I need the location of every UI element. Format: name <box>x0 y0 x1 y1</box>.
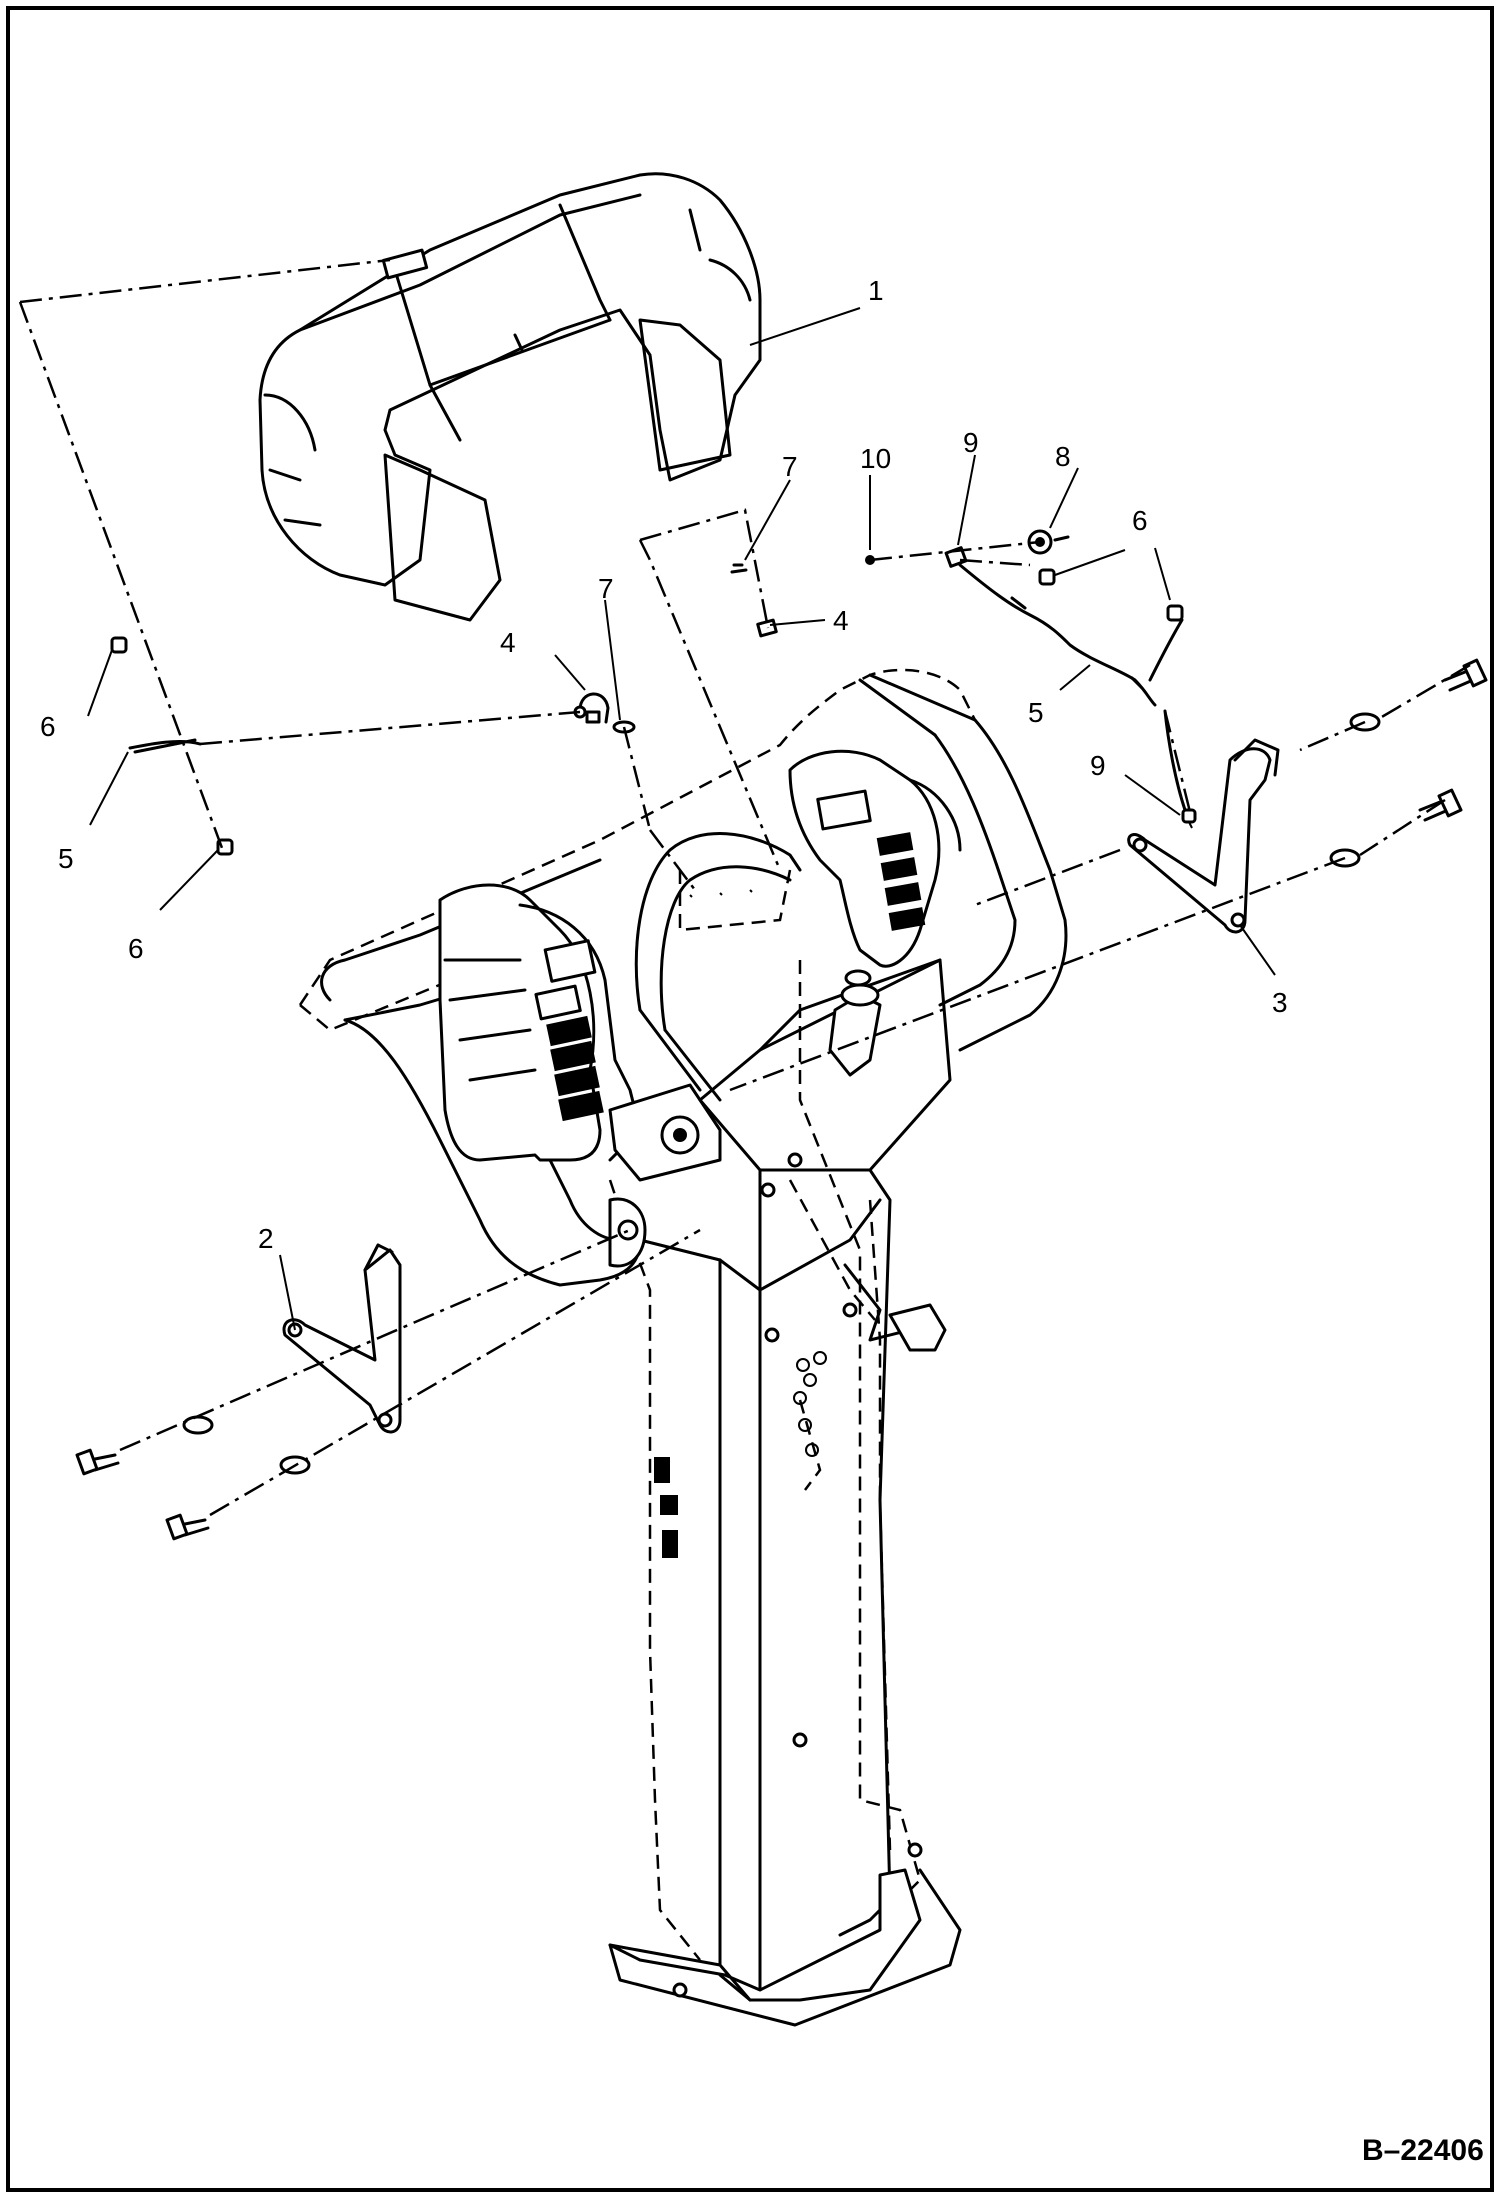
callout-5a: 5 <box>1028 697 1044 728</box>
callout-1: 1 <box>868 275 884 306</box>
callout-7b: 7 <box>782 451 798 482</box>
explosion-lines <box>18 258 1471 1517</box>
callout-9b: 9 <box>1090 750 1106 781</box>
leader-lines <box>87 307 1276 1331</box>
callout-6b: 6 <box>128 933 144 964</box>
padded-cover-part-1 <box>258 172 762 622</box>
callout-6c: 6 <box>1132 505 1148 536</box>
drawing-frame <box>6 6 1494 2192</box>
callout-2: 2 <box>258 1223 274 1254</box>
callout-6a: 6 <box>40 711 56 742</box>
right-bracket-part-3 <box>1127 738 1280 934</box>
callout-8: 8 <box>1055 441 1071 472</box>
callout-9a: 9 <box>963 427 979 458</box>
callout-7a: 7 <box>598 573 614 604</box>
left-bracket-part-2 <box>282 1243 402 1434</box>
callout-4a: 4 <box>500 627 516 658</box>
figure-number: B–22406 <box>1362 2134 1484 2167</box>
callout-4b: 4 <box>833 605 849 636</box>
console-tower <box>608 958 962 2027</box>
handlebar-panel-assembly <box>298 668 1068 1287</box>
fasteners <box>75 529 1488 1541</box>
callout-10: 10 <box>860 443 891 474</box>
callout-3: 3 <box>1272 987 1288 1018</box>
callout-5b: 5 <box>58 843 74 874</box>
callout-labels: 1 2 3 4 4 5 5 6 6 6 7 7 8 9 9 10 <box>40 275 1288 1254</box>
